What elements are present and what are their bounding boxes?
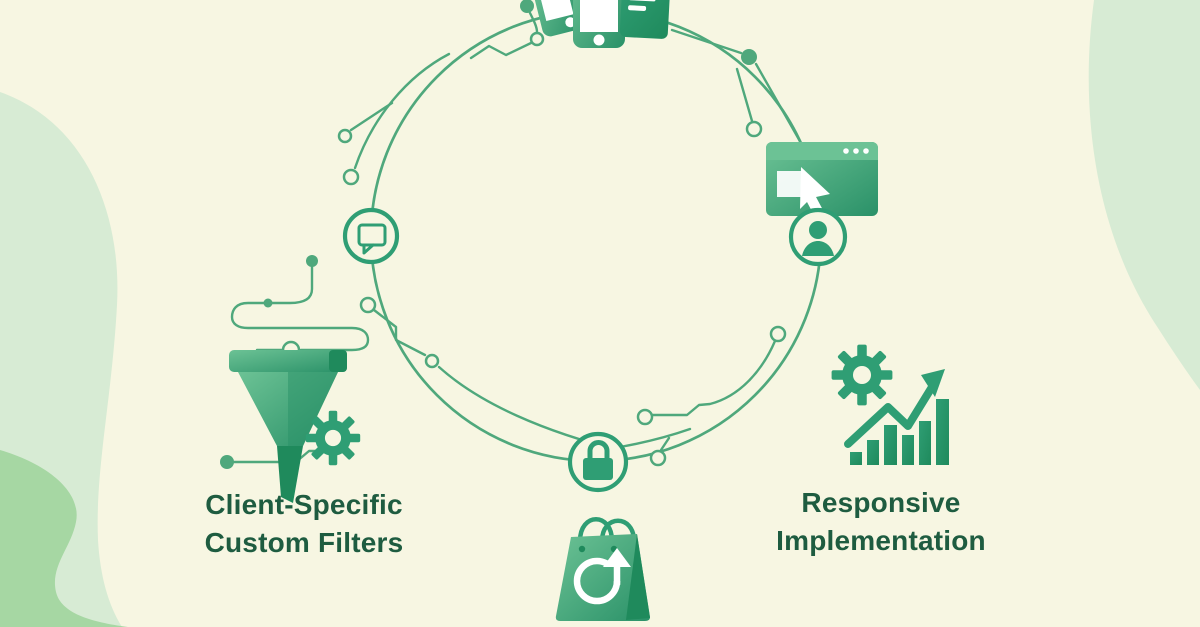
label-line-1: Responsive: [801, 487, 961, 518]
blob-top-right: [1088, 0, 1200, 390]
circuit-traces: [220, 0, 803, 469]
label-responsive-implementation: Responsive Implementation: [741, 484, 1021, 560]
chat-bubble-badge-icon: [342, 207, 400, 265]
label-line-2: Implementation: [776, 525, 986, 556]
growth-bar-chart-icon: [844, 369, 949, 465]
smartphone-icon: [573, 0, 625, 48]
blob-bottom-left: [0, 450, 128, 627]
main-cycle-circle: [369, 9, 823, 463]
label-line-1: Client-Specific: [205, 489, 403, 520]
message-card-icon: [619, 0, 671, 39]
smartphone-small-icon: [531, 0, 582, 37]
device-cluster: [531, 0, 671, 48]
cursor-icon: [800, 167, 830, 217]
user-badge-icon: [788, 207, 848, 267]
gear-icon: [305, 410, 361, 466]
label-client-specific-custom-filters: Client-Specific Custom Filters: [164, 486, 444, 562]
gear-icon: [831, 344, 893, 406]
funnel-icon: [229, 350, 347, 503]
browser-window-icon: [766, 142, 878, 217]
shopping-bag-refresh-icon: [555, 517, 650, 621]
label-line-2: Custom Filters: [204, 527, 404, 558]
lock-badge-icon: [567, 431, 629, 493]
